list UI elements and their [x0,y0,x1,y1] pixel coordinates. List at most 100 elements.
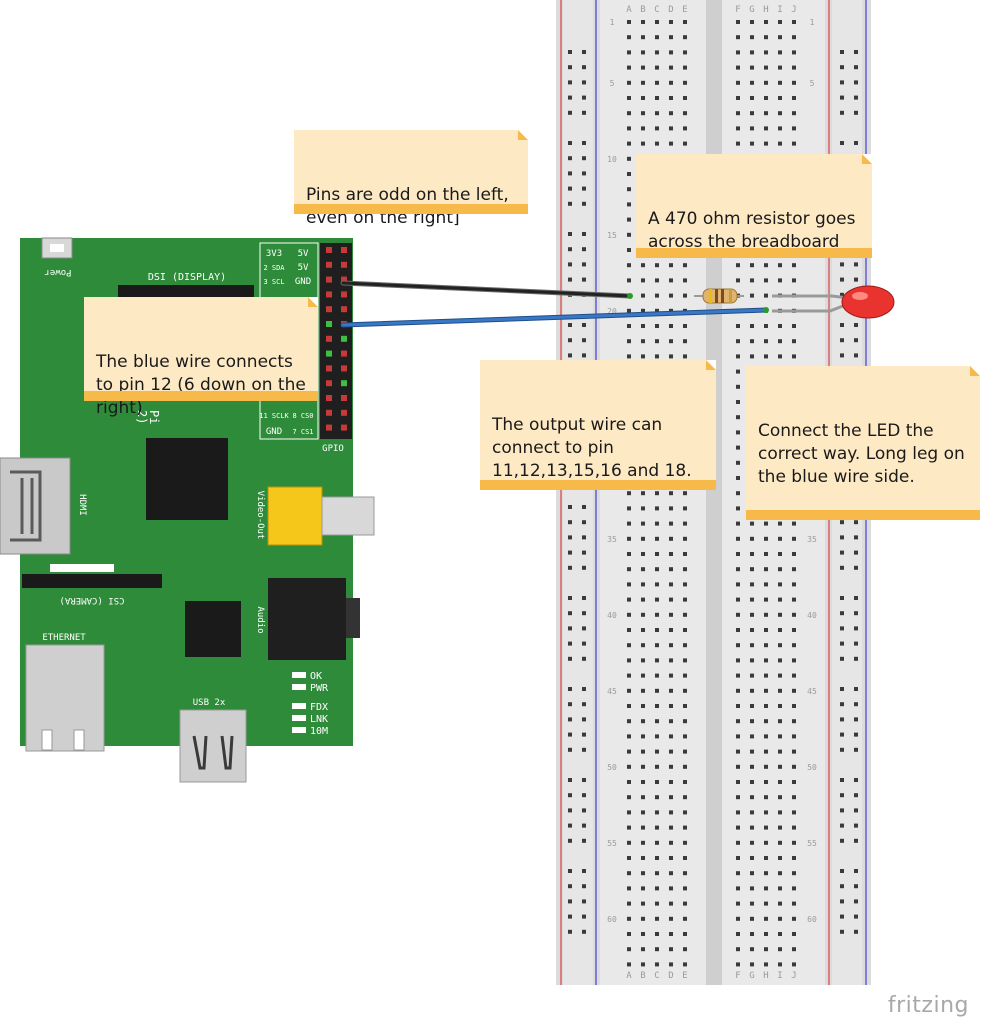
breadboard-hole [778,901,782,906]
breadboard-hole [627,263,631,268]
gpio-pins [326,247,347,431]
breadboard-hole [736,111,740,116]
note-fold-icon [970,366,980,376]
rail-hole [568,611,572,616]
breadboard-hole [736,476,740,480]
rail-hole [568,929,572,934]
led-body [841,285,895,319]
breadboard-hole [764,643,768,648]
breadboard-hole [655,962,659,967]
breadboard-hole [778,536,782,541]
breadboard-hole [750,643,754,648]
breadboard-hole [683,825,687,830]
rail-hole [840,869,844,873]
breadboard-hole [627,521,631,526]
black-wire[interactable] [341,281,632,298]
row-label-45: 45 [607,687,617,696]
breadboard-hole [792,263,796,268]
rail-hole [840,323,844,327]
rail-hole [582,353,586,358]
breadboard-hole [736,612,740,617]
breadboard-hole [641,536,645,541]
breadboard-hole [792,886,796,891]
breadboard-hole [627,126,631,131]
breadboard-hole [750,263,754,268]
gpio-pin [326,291,332,298]
col-letter-f-bottom: F [735,971,740,981]
video-out-jack [267,486,323,546]
rail-hole [568,793,572,798]
breadboard-hole [750,293,754,298]
breadboard-hole [750,111,754,116]
breadboard-hole [750,567,754,572]
usb-port [179,709,247,783]
breadboard-hole [655,856,659,860]
led-pwr-label: PWR [310,683,329,694]
breadboard-hole [655,780,659,784]
breadboard-hole [683,810,687,815]
breadboard-hole [764,840,768,845]
breadboard-hole [764,324,768,328]
breadboard-hole [641,35,645,40]
breadboard-hole [669,324,673,328]
rail-hole [582,732,586,737]
breadboard-hole [655,141,659,146]
rail-hole [568,596,572,600]
breadboard-hole [641,20,645,24]
breadboard-hole [750,704,754,708]
breadboard-hole [627,825,631,830]
breadboard-hole [655,795,659,800]
breadboard-hole [683,871,687,876]
rail-hole [568,899,572,904]
breadboard-hole [764,856,768,860]
breadboard-hole [792,35,796,40]
col-letter-d-bottom: D [668,971,673,981]
breadboard-hole [750,901,754,906]
breadboard-hole [627,354,631,359]
resistor[interactable] [694,288,744,304]
rail-hole [582,171,586,176]
breadboard-hole [792,780,796,784]
breadboard-hole [778,795,782,800]
rail-hole [568,732,572,737]
breadboard-hole [669,339,673,344]
led[interactable] [772,285,895,319]
breadboard-hole [641,764,645,769]
breadboard-hole [641,658,645,663]
rail-hole [840,732,844,737]
breadboard-hole [655,111,659,116]
breadboard-hole [792,947,796,952]
blue-wire[interactable] [341,308,768,327]
gpio-pin [326,395,332,401]
breadboard-hole [669,263,673,268]
breadboard-hole [655,886,659,891]
breadboard-hole [736,764,740,769]
breadboard-hole [641,719,645,724]
breadboard-hole [627,734,631,739]
breadboard-hole [750,719,754,724]
breadboard-hole [750,278,754,283]
rail-hole [568,565,572,570]
breadboard-hole [792,628,796,632]
breadboard-hole [736,856,740,860]
col-letter-f-top: F [735,5,740,15]
breadboard-hole [683,673,687,678]
rail-hole [854,793,858,798]
pin-label-cs1: 7 CS1 [292,428,313,436]
rail-hole [568,869,572,873]
rail-hole [582,656,586,661]
breadboard-hole [669,80,673,85]
ethernet-led-left [41,729,53,751]
audio-jack [268,578,346,660]
breadboard-hole [792,612,796,617]
breadboard-hole [655,947,659,952]
breadboard-hole [736,278,740,283]
breadboard-hole [778,278,782,283]
breadboard-hole [655,719,659,724]
breadboard-hole [764,126,768,131]
breadboard-hole [750,50,754,55]
rail-hole [854,110,858,115]
rail-hole [568,277,572,282]
breadboard-hole [792,582,796,587]
breadboard-hole [750,597,754,602]
